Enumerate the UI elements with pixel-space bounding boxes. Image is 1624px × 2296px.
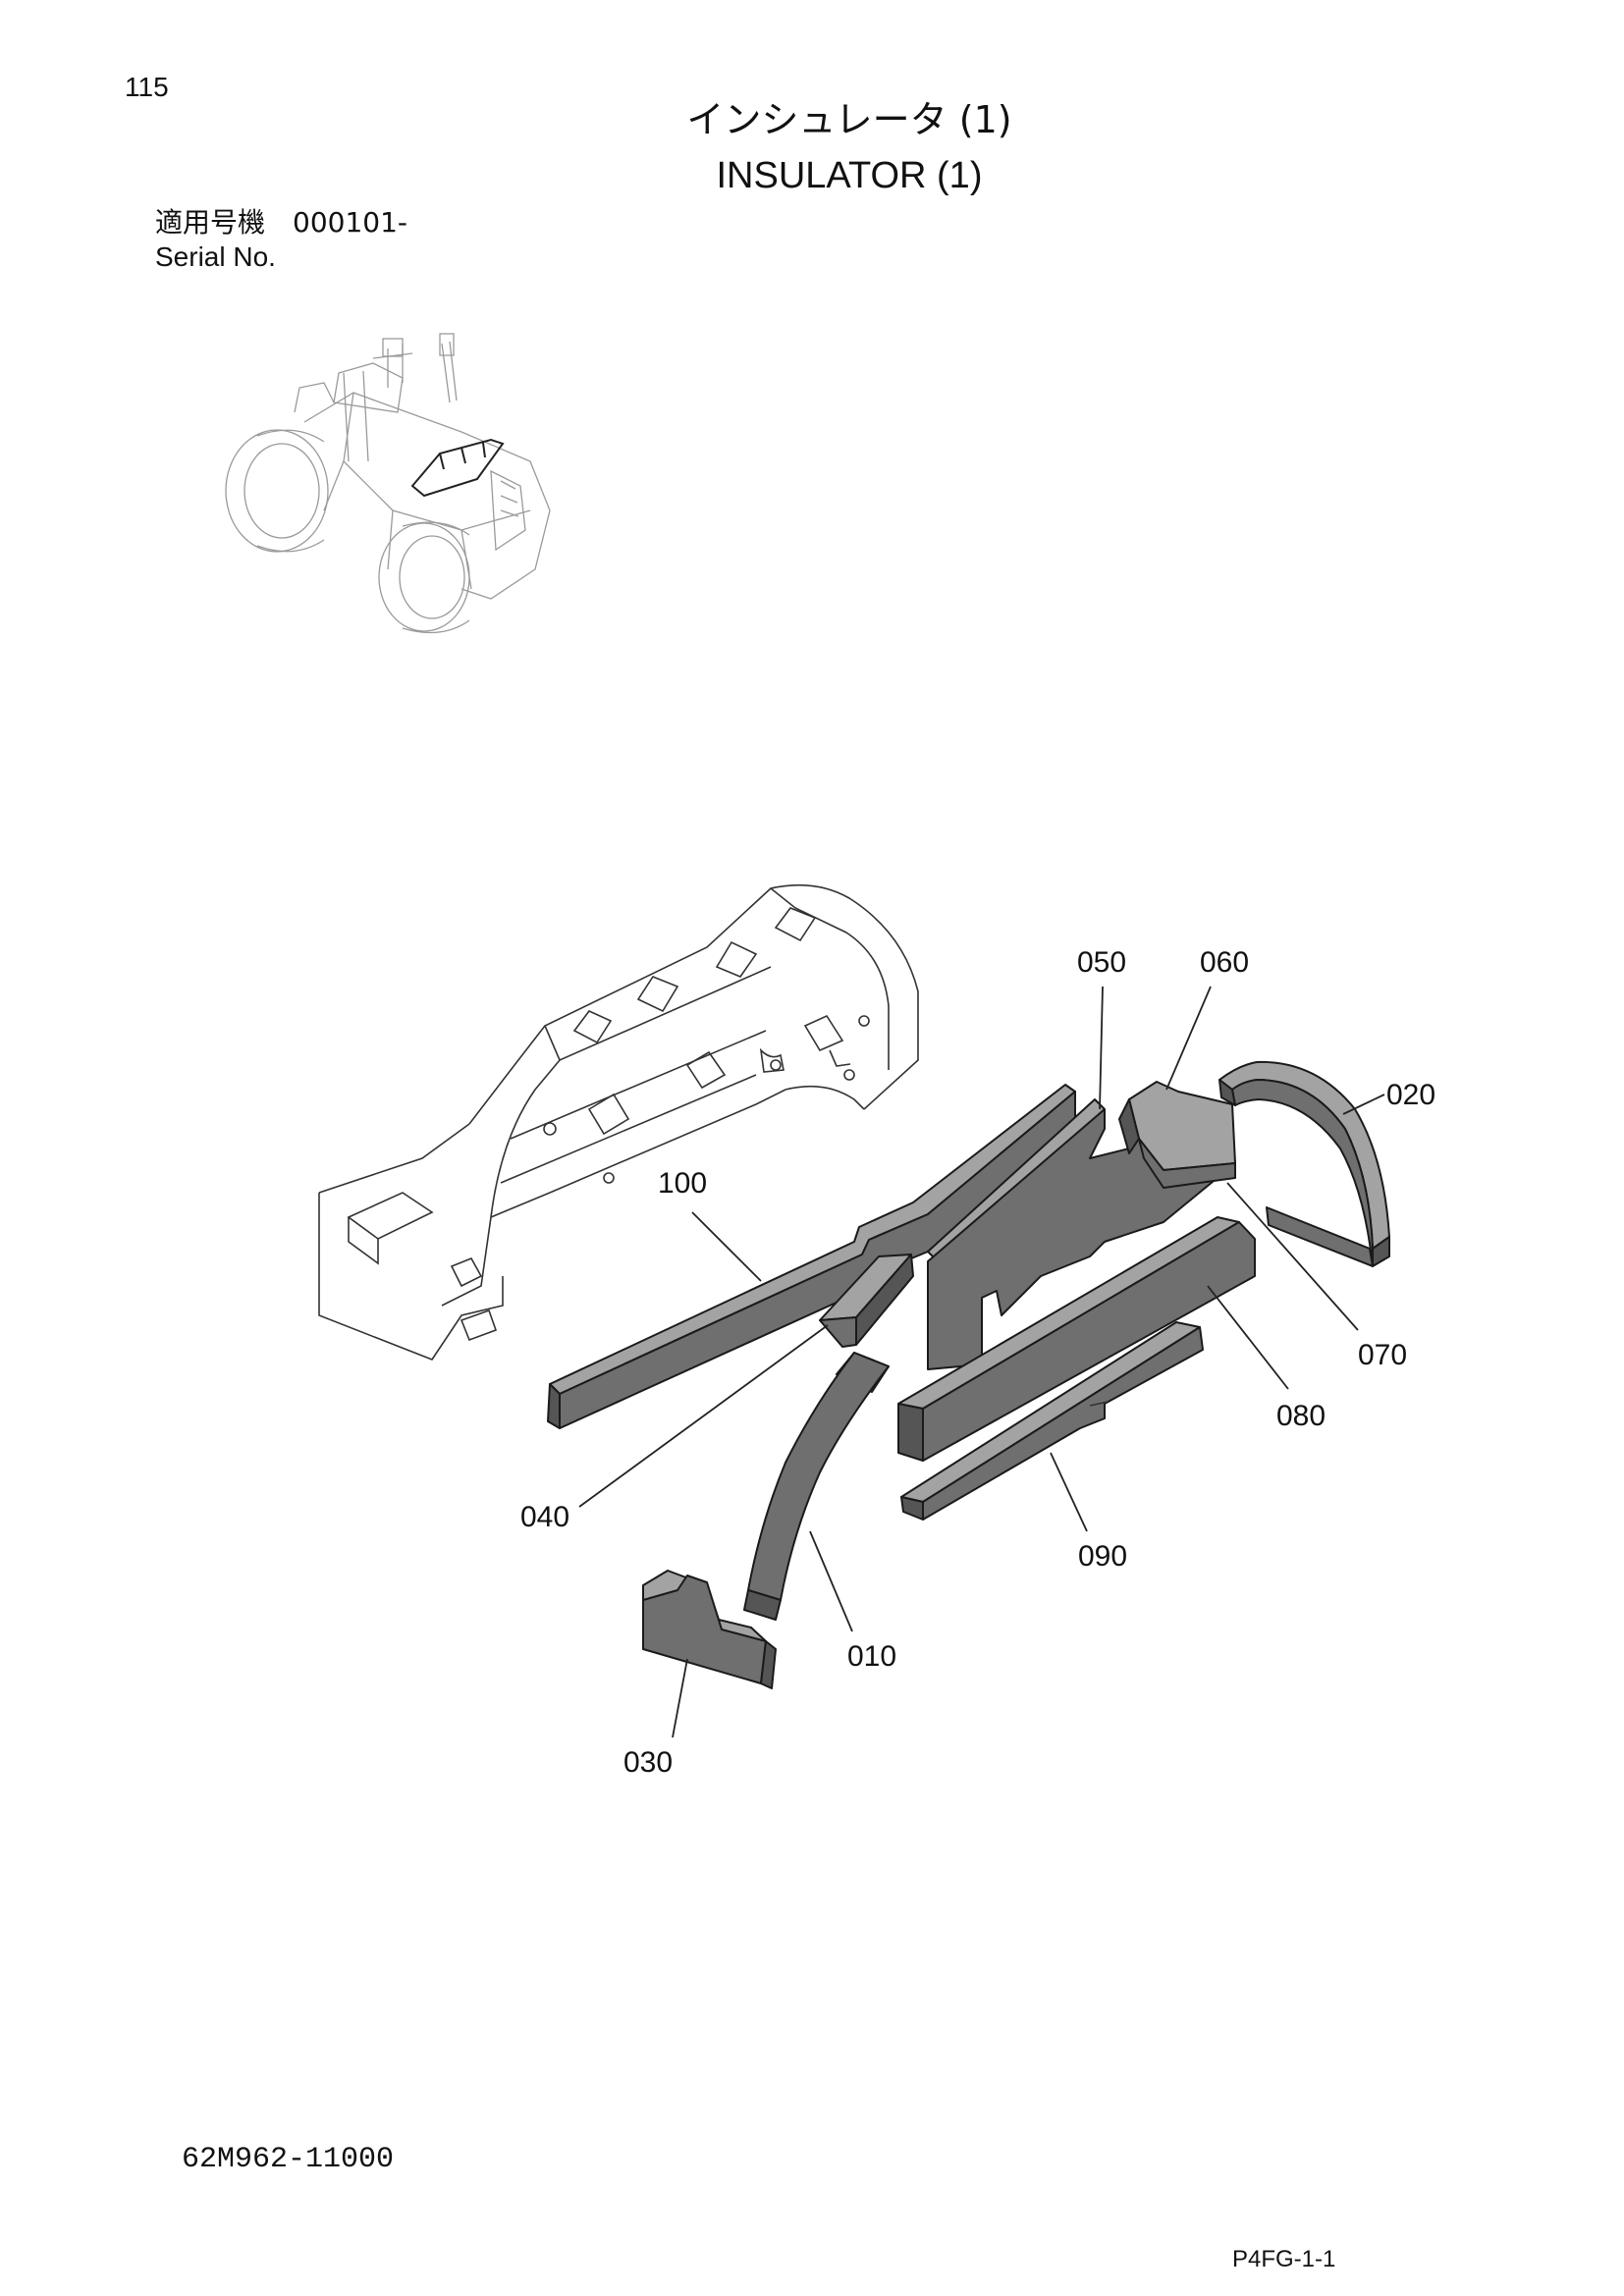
callout-labels: 100 050 060 020 070 080 090 040 010 030	[520, 946, 1435, 1779]
leader-050	[1099, 986, 1104, 1110]
leader-060	[1165, 986, 1212, 1091]
callout-040: 040	[520, 1501, 569, 1533]
catalog-number: 62M962-11000	[182, 2143, 395, 2176]
tractor-overview-illustration	[225, 333, 551, 634]
page-code: P4FG-1-1	[1232, 2246, 1336, 2272]
callout-030: 030	[623, 1746, 673, 1779]
part-090-insulator-block	[900, 1321, 1204, 1521]
part-050-060-insulator-plate	[927, 1081, 1236, 1370]
part-080-insulator-block	[897, 1216, 1256, 1462]
leader-010	[809, 1530, 853, 1632]
page-title-japanese: インシュレータ (1)	[686, 98, 1012, 141]
serial-label-english: Serial No.	[155, 241, 276, 272]
callout-060: 060	[1200, 946, 1249, 979]
callout-010: 010	[847, 1640, 896, 1673]
callout-050: 050	[1077, 946, 1126, 979]
part-010-insulator-curve	[743, 1352, 890, 1621]
leader-090	[1050, 1452, 1088, 1532]
leader-040	[578, 1324, 829, 1508]
callout-100: 100	[658, 1167, 707, 1200]
part-040-insulator-wedge	[819, 1254, 914, 1348]
page-title-english: INSULATOR (1)	[716, 155, 983, 196]
leader-100	[691, 1211, 762, 1282]
leader-030	[672, 1658, 688, 1738]
callout-leader-lines	[578, 986, 1385, 1738]
callout-090: 090	[1078, 1540, 1127, 1573]
callout-080: 080	[1276, 1400, 1326, 1432]
leader-070	[1226, 1182, 1359, 1331]
callout-070: 070	[1358, 1339, 1407, 1371]
serial-label-japanese: 適用号機 000101-	[155, 206, 407, 239]
leader-020	[1342, 1094, 1385, 1115]
callout-020: 020	[1386, 1079, 1435, 1111]
engine-hood-frame	[318, 883, 919, 1361]
page-number: 115	[125, 72, 169, 102]
leader-080	[1207, 1285, 1289, 1390]
part-020-insulator-arch	[1218, 1060, 1390, 1267]
part-030-insulator-block	[642, 1570, 777, 1689]
